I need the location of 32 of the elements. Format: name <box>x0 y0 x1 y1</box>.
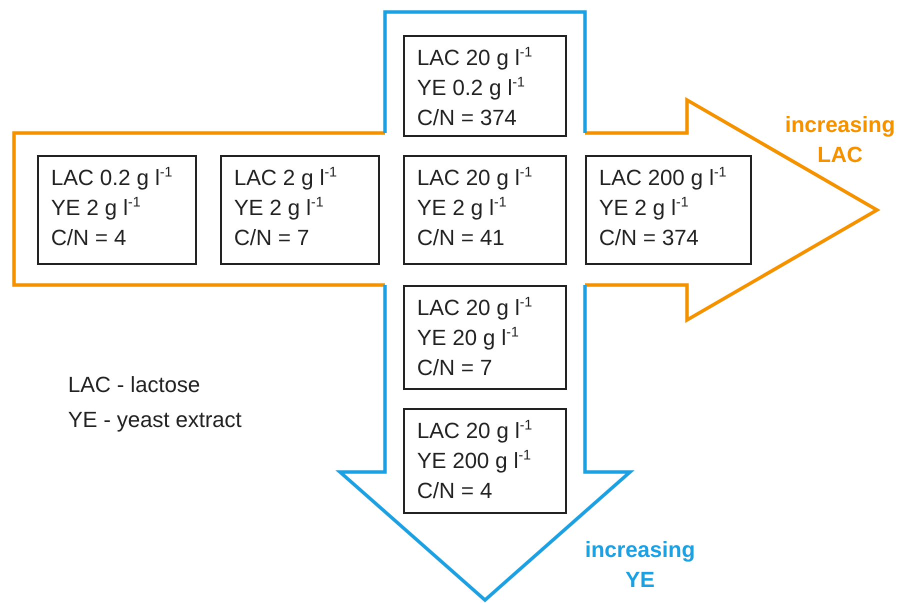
yeast-extract-concentration-text: YE 2 g l$^{-1}$ <box>599 193 688 222</box>
condition-box <box>403 35 567 137</box>
carbon-nitrogen-ratio-text: C/N = 41 <box>417 224 504 252</box>
lactose-concentration-text: LAC 20 g l$^{-1}$ <box>417 293 532 322</box>
yeast-extract-concentration-text: YE 0.2 g l$^{-1}$ <box>417 73 525 102</box>
lactose-concentration-text: LAC 0.2 g l$^{-1}$ <box>51 163 172 192</box>
axis-label: increasing YE <box>584 536 696 594</box>
lactose-concentration-text: LAC 20 g l$^{-1}$ <box>417 43 532 72</box>
yeast-extract-concentration-text: YE 20 g l$^{-1}$ <box>417 323 519 352</box>
yeast-extract-concentration-text: YE 2 g l$^{-1}$ <box>417 193 506 222</box>
condition-box <box>403 408 567 514</box>
condition-box <box>220 155 380 265</box>
abbreviation-note: LAC - lactose <box>68 371 200 399</box>
abbreviation-note: YE - yeast extract <box>68 406 242 434</box>
carbon-nitrogen-ratio-text: C/N = 4 <box>51 224 126 252</box>
yeast-extract-concentration-text: YE 2 g l$^{-1}$ <box>234 193 324 222</box>
carbon-nitrogen-ratio-text: C/N = 374 <box>417 104 517 132</box>
carbon-nitrogen-ratio-text: C/N = 374 <box>599 224 699 252</box>
carbon-nitrogen-ratio-text: C/N = 7 <box>234 224 310 252</box>
lactose-concentration-text: LAC 20 g l$^{-1}$ <box>417 416 532 445</box>
condition-box <box>403 285 567 390</box>
lactose-concentration-text: LAC 20 g l$^{-1}$ <box>417 163 532 192</box>
axis-label: increasing LAC <box>784 111 896 169</box>
condition-box <box>403 155 567 265</box>
condition-box <box>585 155 752 265</box>
lactose-concentration-text: LAC 200 g l$^{-1}$ <box>599 163 726 192</box>
yeast-extract-concentration-text: YE 2 g l$^{-1}$ <box>51 193 140 222</box>
carbon-nitrogen-ratio-text: C/N = 4 <box>417 477 492 505</box>
condition-box <box>37 155 197 265</box>
yeast-extract-concentration-text: YE 200 g l$^{-1}$ <box>417 446 531 475</box>
carbon-nitrogen-ratio-text: C/N = 7 <box>417 354 492 382</box>
lactose-concentration-text: LAC 2 g l$^{-1}$ <box>234 163 337 192</box>
